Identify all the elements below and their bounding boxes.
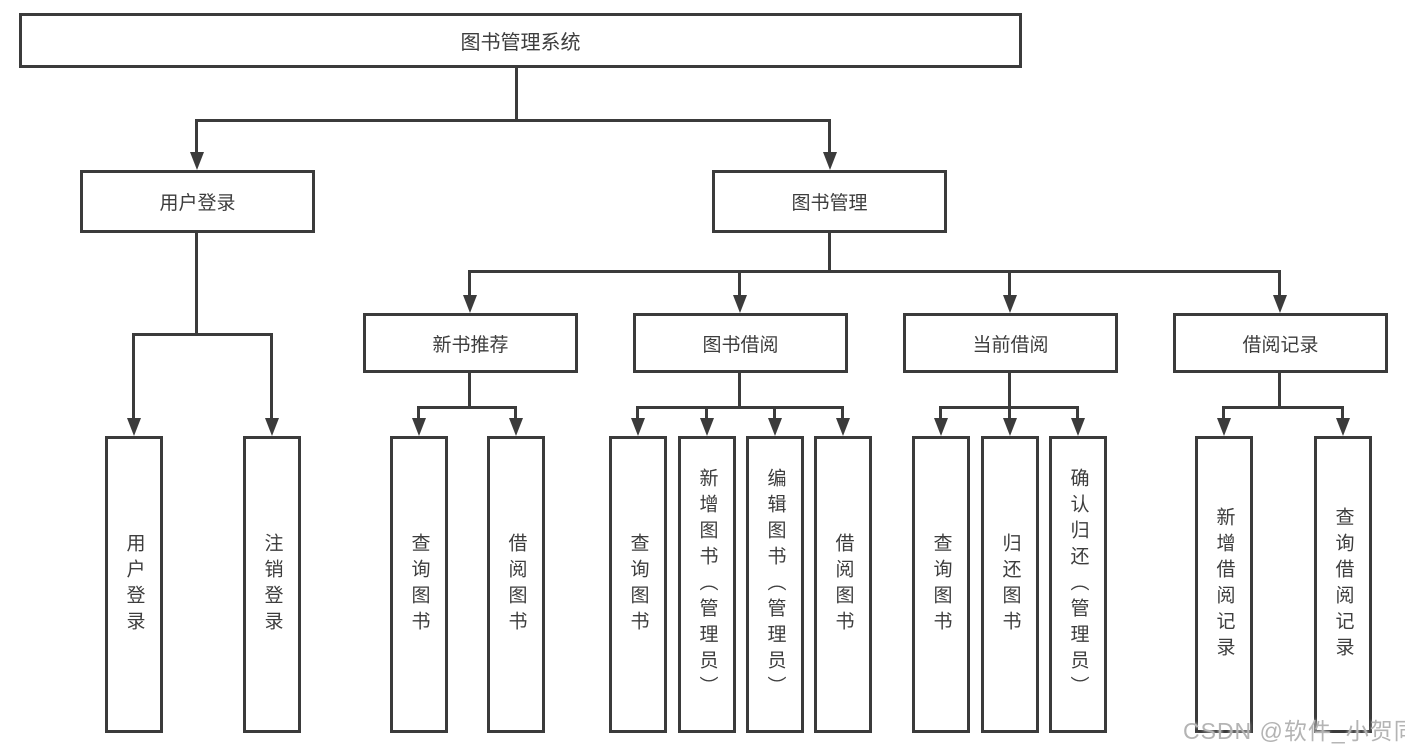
connector-drop: [738, 270, 741, 296]
leaf-label: 查询图书: [408, 532, 430, 637]
connector-bus: [417, 406, 517, 409]
connector-bus: [636, 406, 844, 409]
arrow-down-icon: [823, 152, 837, 170]
leaf-label: 借阅图书: [832, 532, 854, 637]
arrow-down-icon: [700, 418, 714, 436]
arrow-down-icon: [509, 418, 523, 436]
leaf-query-books-recommendation: 查询图书: [390, 436, 448, 733]
connector-drop: [514, 406, 517, 419]
arrow-down-icon: [1071, 418, 1085, 436]
arrow-down-icon: [733, 295, 747, 313]
arrow-down-icon: [631, 418, 645, 436]
connector-drop: [841, 406, 844, 419]
connector-drop: [1341, 406, 1344, 419]
node-label: 图书管理系统: [460, 32, 581, 54]
connector-drop: [705, 406, 708, 419]
connector-stem: [1278, 373, 1281, 409]
leaf-label: 注销登录: [261, 532, 283, 637]
leaf-confirm-return-admin: 确认归还（管理员）: [1049, 436, 1107, 733]
arrow-down-icon: [1003, 418, 1017, 436]
connector-stem: [195, 233, 198, 336]
node-current-borrowing: 当前借阅: [903, 313, 1118, 373]
connector-drop: [1008, 406, 1011, 419]
node-label: 用户登录: [159, 193, 236, 214]
leaf-label: 编辑图书（管理员）: [764, 467, 786, 702]
connector-drop: [939, 406, 942, 419]
connector-drop: [195, 119, 198, 153]
node-book-management: 图书管理: [712, 170, 947, 233]
arrow-down-icon: [412, 418, 426, 436]
arrow-down-icon: [768, 418, 782, 436]
leaf-logout: 注销登录: [243, 436, 301, 733]
connector-stem: [515, 68, 518, 122]
connector-drop: [828, 119, 831, 153]
arrow-down-icon: [190, 152, 204, 170]
node-root-library-management-system: 图书管理系统: [19, 13, 1022, 68]
leaf-label: 新增借阅记录: [1213, 506, 1235, 663]
leaf-query-books-current: 查询图书: [912, 436, 970, 733]
leaf-add-book-admin: 新增图书（管理员）: [678, 436, 736, 733]
connector-drop: [1222, 406, 1225, 419]
leaf-label: 查询借阅记录: [1332, 506, 1354, 663]
leaf-add-borrow-record: 新增借阅记录: [1195, 436, 1253, 733]
arrow-down-icon: [934, 418, 948, 436]
arrow-down-icon: [265, 418, 279, 436]
connector-stem: [828, 233, 831, 273]
leaf-borrow-books-recommendation: 借阅图书: [487, 436, 545, 733]
arrow-down-icon: [836, 418, 850, 436]
connector-stem: [1008, 373, 1011, 409]
arrow-down-icon: [1273, 295, 1287, 313]
connector-drop: [132, 333, 135, 418]
connector-bus: [1222, 406, 1344, 409]
node-label: 当前借阅: [972, 334, 1049, 356]
node-new-book-recommendation: 新书推荐: [363, 313, 578, 373]
node-label: 借阅记录: [1242, 334, 1319, 356]
leaf-label: 查询图书: [627, 532, 649, 637]
connector-bus: [195, 119, 831, 122]
connector-stem: [738, 373, 741, 409]
connector-bus: [132, 333, 273, 336]
arrow-down-icon: [463, 295, 477, 313]
arrow-down-icon: [1336, 418, 1350, 436]
watermark: CSDN @软件_小贺同学: [1183, 718, 1405, 744]
node-user-login: 用户登录: [80, 170, 315, 233]
connector-drop: [636, 406, 639, 419]
leaf-query-books-borrowing: 查询图书: [609, 436, 667, 733]
connector-drop: [1008, 270, 1011, 296]
node-label: 新书推荐: [432, 334, 509, 356]
node-borrowing-records: 借阅记录: [1173, 313, 1388, 373]
node-label: 图书管理: [791, 193, 868, 214]
connector-drop: [417, 406, 420, 419]
connector-drop: [773, 406, 776, 419]
leaf-label: 借阅图书: [505, 532, 527, 637]
leaf-borrow-books-borrowing: 借阅图书: [814, 436, 872, 733]
leaf-label: 用户登录: [123, 532, 145, 637]
node-book-borrowing: 图书借阅: [633, 313, 848, 373]
arrow-down-icon: [127, 418, 141, 436]
node-label: 图书借阅: [702, 334, 779, 356]
leaf-return-books: 归还图书: [981, 436, 1039, 733]
connector-drop: [270, 333, 273, 418]
leaf-query-borrow-record: 查询借阅记录: [1314, 436, 1372, 733]
leaf-label: 归还图书: [999, 532, 1021, 637]
connector-drop: [468, 270, 471, 296]
connector-drop: [1278, 270, 1281, 296]
connector-stem: [468, 373, 471, 409]
arrow-down-icon: [1003, 295, 1017, 313]
leaf-label: 查询图书: [930, 532, 952, 637]
leaf-user-login: 用户登录: [105, 436, 163, 733]
leaf-label: 新增图书（管理员）: [696, 467, 718, 702]
leaf-edit-book-admin: 编辑图书（管理员）: [746, 436, 804, 733]
arrow-down-icon: [1217, 418, 1231, 436]
connector-drop: [1076, 406, 1079, 419]
connector-bus: [468, 270, 1281, 273]
leaf-label: 确认归还（管理员）: [1067, 467, 1089, 702]
